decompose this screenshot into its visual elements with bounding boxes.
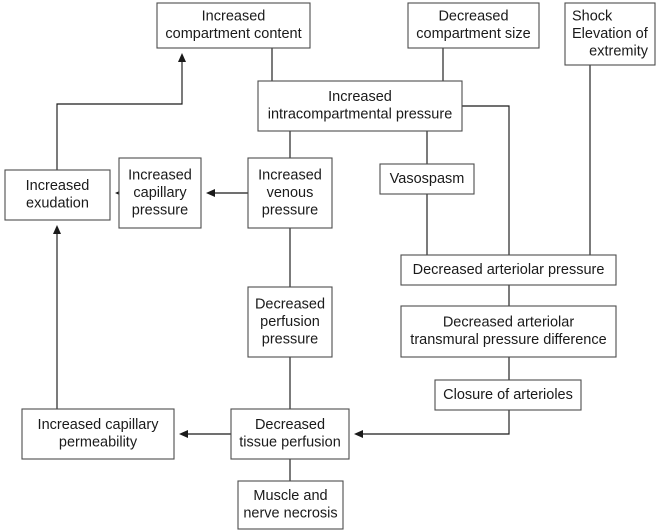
arrow-head-icon	[179, 430, 188, 438]
node-label-line: extremity	[589, 43, 649, 59]
node-label-line: Decreased	[255, 296, 325, 312]
node-label-line: pressure	[262, 331, 318, 347]
node-label-line: Muscle and	[253, 488, 327, 504]
arrow-head-icon	[178, 53, 186, 62]
node-label-line: Shock	[572, 8, 613, 24]
node-label-line: Decreased arteriolar pressure	[413, 262, 605, 278]
node-box	[237, 480, 344, 530]
node-label-line: Increased	[202, 9, 266, 25]
node-box	[379, 163, 475, 195]
node-label-line: venous	[267, 185, 314, 201]
node-box	[434, 379, 582, 411]
node-box	[21, 408, 175, 460]
node-increased-intracompartmental-pressure: Increased intracompartmental pressure	[257, 80, 463, 132]
node-muscle-and-nerve-necrosis: Muscle and nerve necrosis	[237, 480, 344, 530]
arrow-head-icon	[206, 189, 215, 197]
node-label-line: pressure	[262, 202, 318, 218]
node-label-line: transmural pressure difference	[410, 332, 606, 348]
node-label-line: Increased	[26, 178, 90, 194]
node-decreased-arteriolar-pressure: Decreased arteriolar pressure	[400, 254, 617, 286]
node-label-line: exudation	[26, 196, 89, 212]
edge-line	[56, 60, 183, 170]
node-box	[407, 2, 540, 49]
node-decreased-tissue-perfusion: Decreased tissue perfusion	[230, 408, 350, 460]
node-box	[400, 305, 617, 358]
edges-layer	[53, 48, 591, 481]
arrow-head-icon	[53, 225, 61, 234]
node-label-line: Increased	[328, 89, 392, 105]
node-box	[257, 80, 463, 132]
edge-exudation-to-compartment-content	[56, 53, 186, 170]
node-label-line: Decreased arteriolar	[443, 315, 575, 331]
node-label-line: nerve necrosis	[243, 506, 337, 522]
node-label-line: Elevation of	[572, 26, 649, 42]
node-increased-exudation: Increased exudation	[4, 169, 111, 221]
node-box	[400, 254, 617, 286]
node-label-line: Increased	[258, 167, 322, 183]
node-label-line: tissue perfusion	[239, 435, 341, 451]
node-vasospasm: Vasospasm	[379, 163, 475, 195]
edge-intracompartmental-to-arteriolar-pressure	[462, 105, 510, 255]
node-label-line: compartment content	[165, 26, 301, 42]
edge-tissue-perfusion-to-capillary-permeability	[179, 430, 231, 438]
node-label-line: intracompartmental pressure	[268, 107, 453, 123]
arrow-head-icon	[354, 430, 363, 438]
node-label-line: Vasospasm	[390, 171, 465, 187]
node-box	[564, 2, 656, 66]
node-box	[156, 2, 311, 49]
node-label-line: Increased	[128, 167, 192, 183]
edge-capillary-permeability-to-exudation	[53, 225, 61, 409]
node-label-line: Increased capillary	[38, 417, 160, 433]
node-label-line: perfusion	[260, 314, 320, 330]
node-label-line: Closure of arterioles	[443, 387, 573, 403]
node-box	[4, 169, 111, 221]
node-label-line: pressure	[132, 202, 188, 218]
edge-line	[361, 410, 510, 435]
node-increased-capillary-permeability: Increased capillary permeability	[21, 408, 175, 460]
edge-closure-to-tissue-perfusion	[354, 410, 510, 438]
node-box	[230, 408, 350, 460]
edge-line	[462, 105, 510, 255]
node-label-line: compartment size	[416, 26, 530, 42]
node-label-line: permeability	[59, 435, 138, 451]
node-label-line: capillary	[133, 185, 187, 201]
edge-venous-to-capillary-pressure	[206, 189, 248, 197]
node-closure-of-arterioles: Closure of arterioles	[434, 379, 582, 411]
node-box	[247, 157, 333, 229]
node-box	[118, 157, 202, 229]
node-label-line: Decreased	[438, 9, 508, 25]
node-label-line: Decreased	[255, 417, 325, 433]
node-box	[247, 286, 333, 358]
